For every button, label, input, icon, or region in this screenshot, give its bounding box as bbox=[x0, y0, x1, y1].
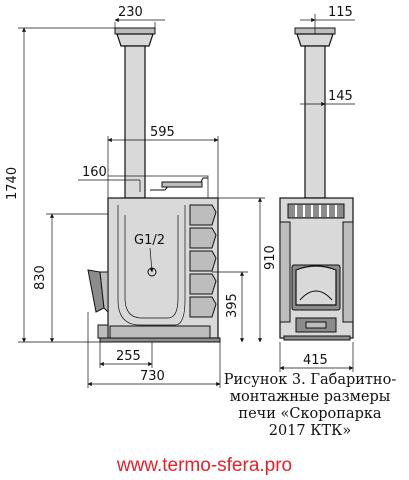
figure-caption: Рисунок 3. Габаритно- монтажные размеры … bbox=[223, 372, 397, 439]
thread-label: G1/2 bbox=[134, 233, 165, 248]
side-chimney bbox=[294, 27, 336, 199]
dim-total-width: 730 bbox=[140, 369, 165, 384]
dim-side-width: 415 bbox=[303, 353, 328, 368]
dim-chimney-offset-side: 115 bbox=[328, 5, 353, 20]
front-chimney bbox=[114, 27, 156, 199]
front-view bbox=[87, 27, 221, 343]
side-body bbox=[279, 197, 354, 341]
dim-total-height: 1740 bbox=[5, 167, 20, 200]
dimension-labels: 230 115 145 1740 595 160 G1/2 830 910 39… bbox=[5, 5, 353, 384]
dim-door-offset: 255 bbox=[116, 349, 141, 364]
front-tank bbox=[107, 175, 209, 199]
dim-tank-width: 595 bbox=[150, 125, 175, 140]
website-link[interactable]: www.termo-sfera.pro bbox=[116, 455, 293, 476]
front-body bbox=[99, 197, 221, 343]
side-view bbox=[279, 27, 354, 341]
front-firebox-door bbox=[87, 269, 109, 339]
dim-body-height: 830 bbox=[33, 265, 48, 290]
dimension-lines bbox=[18, 14, 355, 388]
dim-door-height: 395 bbox=[225, 293, 240, 318]
dim-fitting-offset: 160 bbox=[82, 165, 107, 180]
dim-chimney-width: 230 bbox=[118, 5, 143, 20]
dim-chimney-depth-side: 145 bbox=[328, 89, 353, 104]
dim-height-side: 910 bbox=[263, 245, 278, 270]
